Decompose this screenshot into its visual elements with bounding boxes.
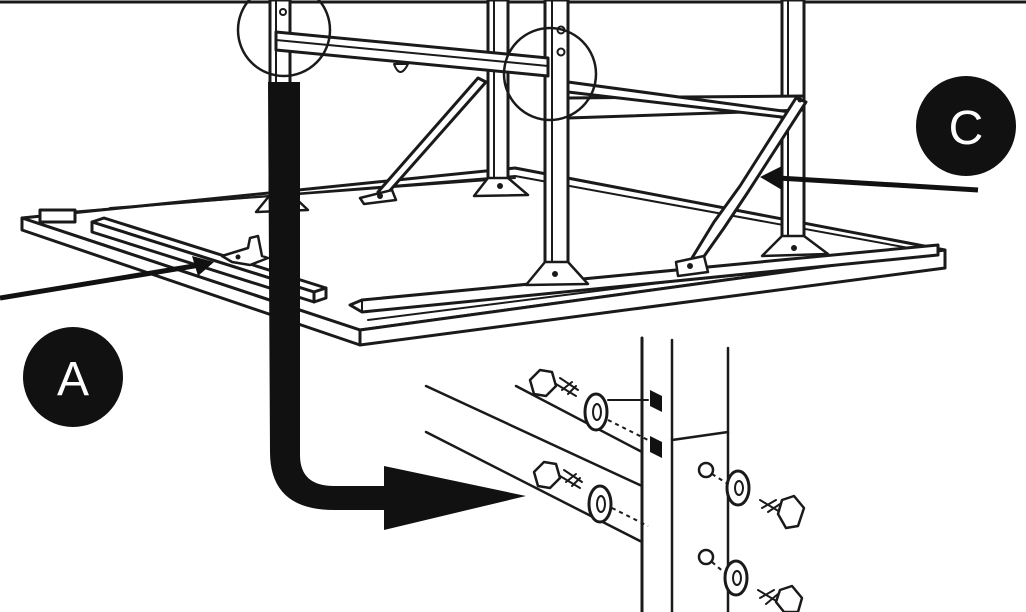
- washer-icon: [723, 559, 749, 597]
- detail-circle-right: [502, 26, 598, 122]
- base-bracket: [220, 234, 270, 267]
- bolt-icon: [528, 368, 579, 398]
- diagonal-brace-c: [674, 96, 808, 278]
- washer-icon: [725, 469, 751, 507]
- front-rail: [348, 243, 940, 314]
- bolt-icon: [532, 460, 583, 490]
- callout-c-badge: [916, 76, 1016, 176]
- cross-beams: [274, 30, 806, 120]
- zoomed-detail: [424, 336, 806, 612]
- pointer-arrow-icon: [760, 166, 782, 190]
- callout-c-label: C: [949, 102, 984, 155]
- washer-icon: [583, 392, 609, 432]
- pointer-arrow-icon: [192, 256, 214, 276]
- callout-a-label: A: [57, 353, 89, 406]
- nut-icon: [757, 584, 804, 612]
- detail-circle-left: [236, 0, 332, 78]
- diagonal-braces: [358, 76, 808, 278]
- washer-icon: [587, 484, 613, 524]
- callout-a-badge: [23, 327, 123, 427]
- back-rail: [109, 177, 516, 209]
- nut-icon: [759, 494, 806, 530]
- callout-a: A: [0, 256, 214, 427]
- curved-pointer-arrow-icon: [268, 82, 526, 530]
- callout-c: C: [760, 76, 1016, 193]
